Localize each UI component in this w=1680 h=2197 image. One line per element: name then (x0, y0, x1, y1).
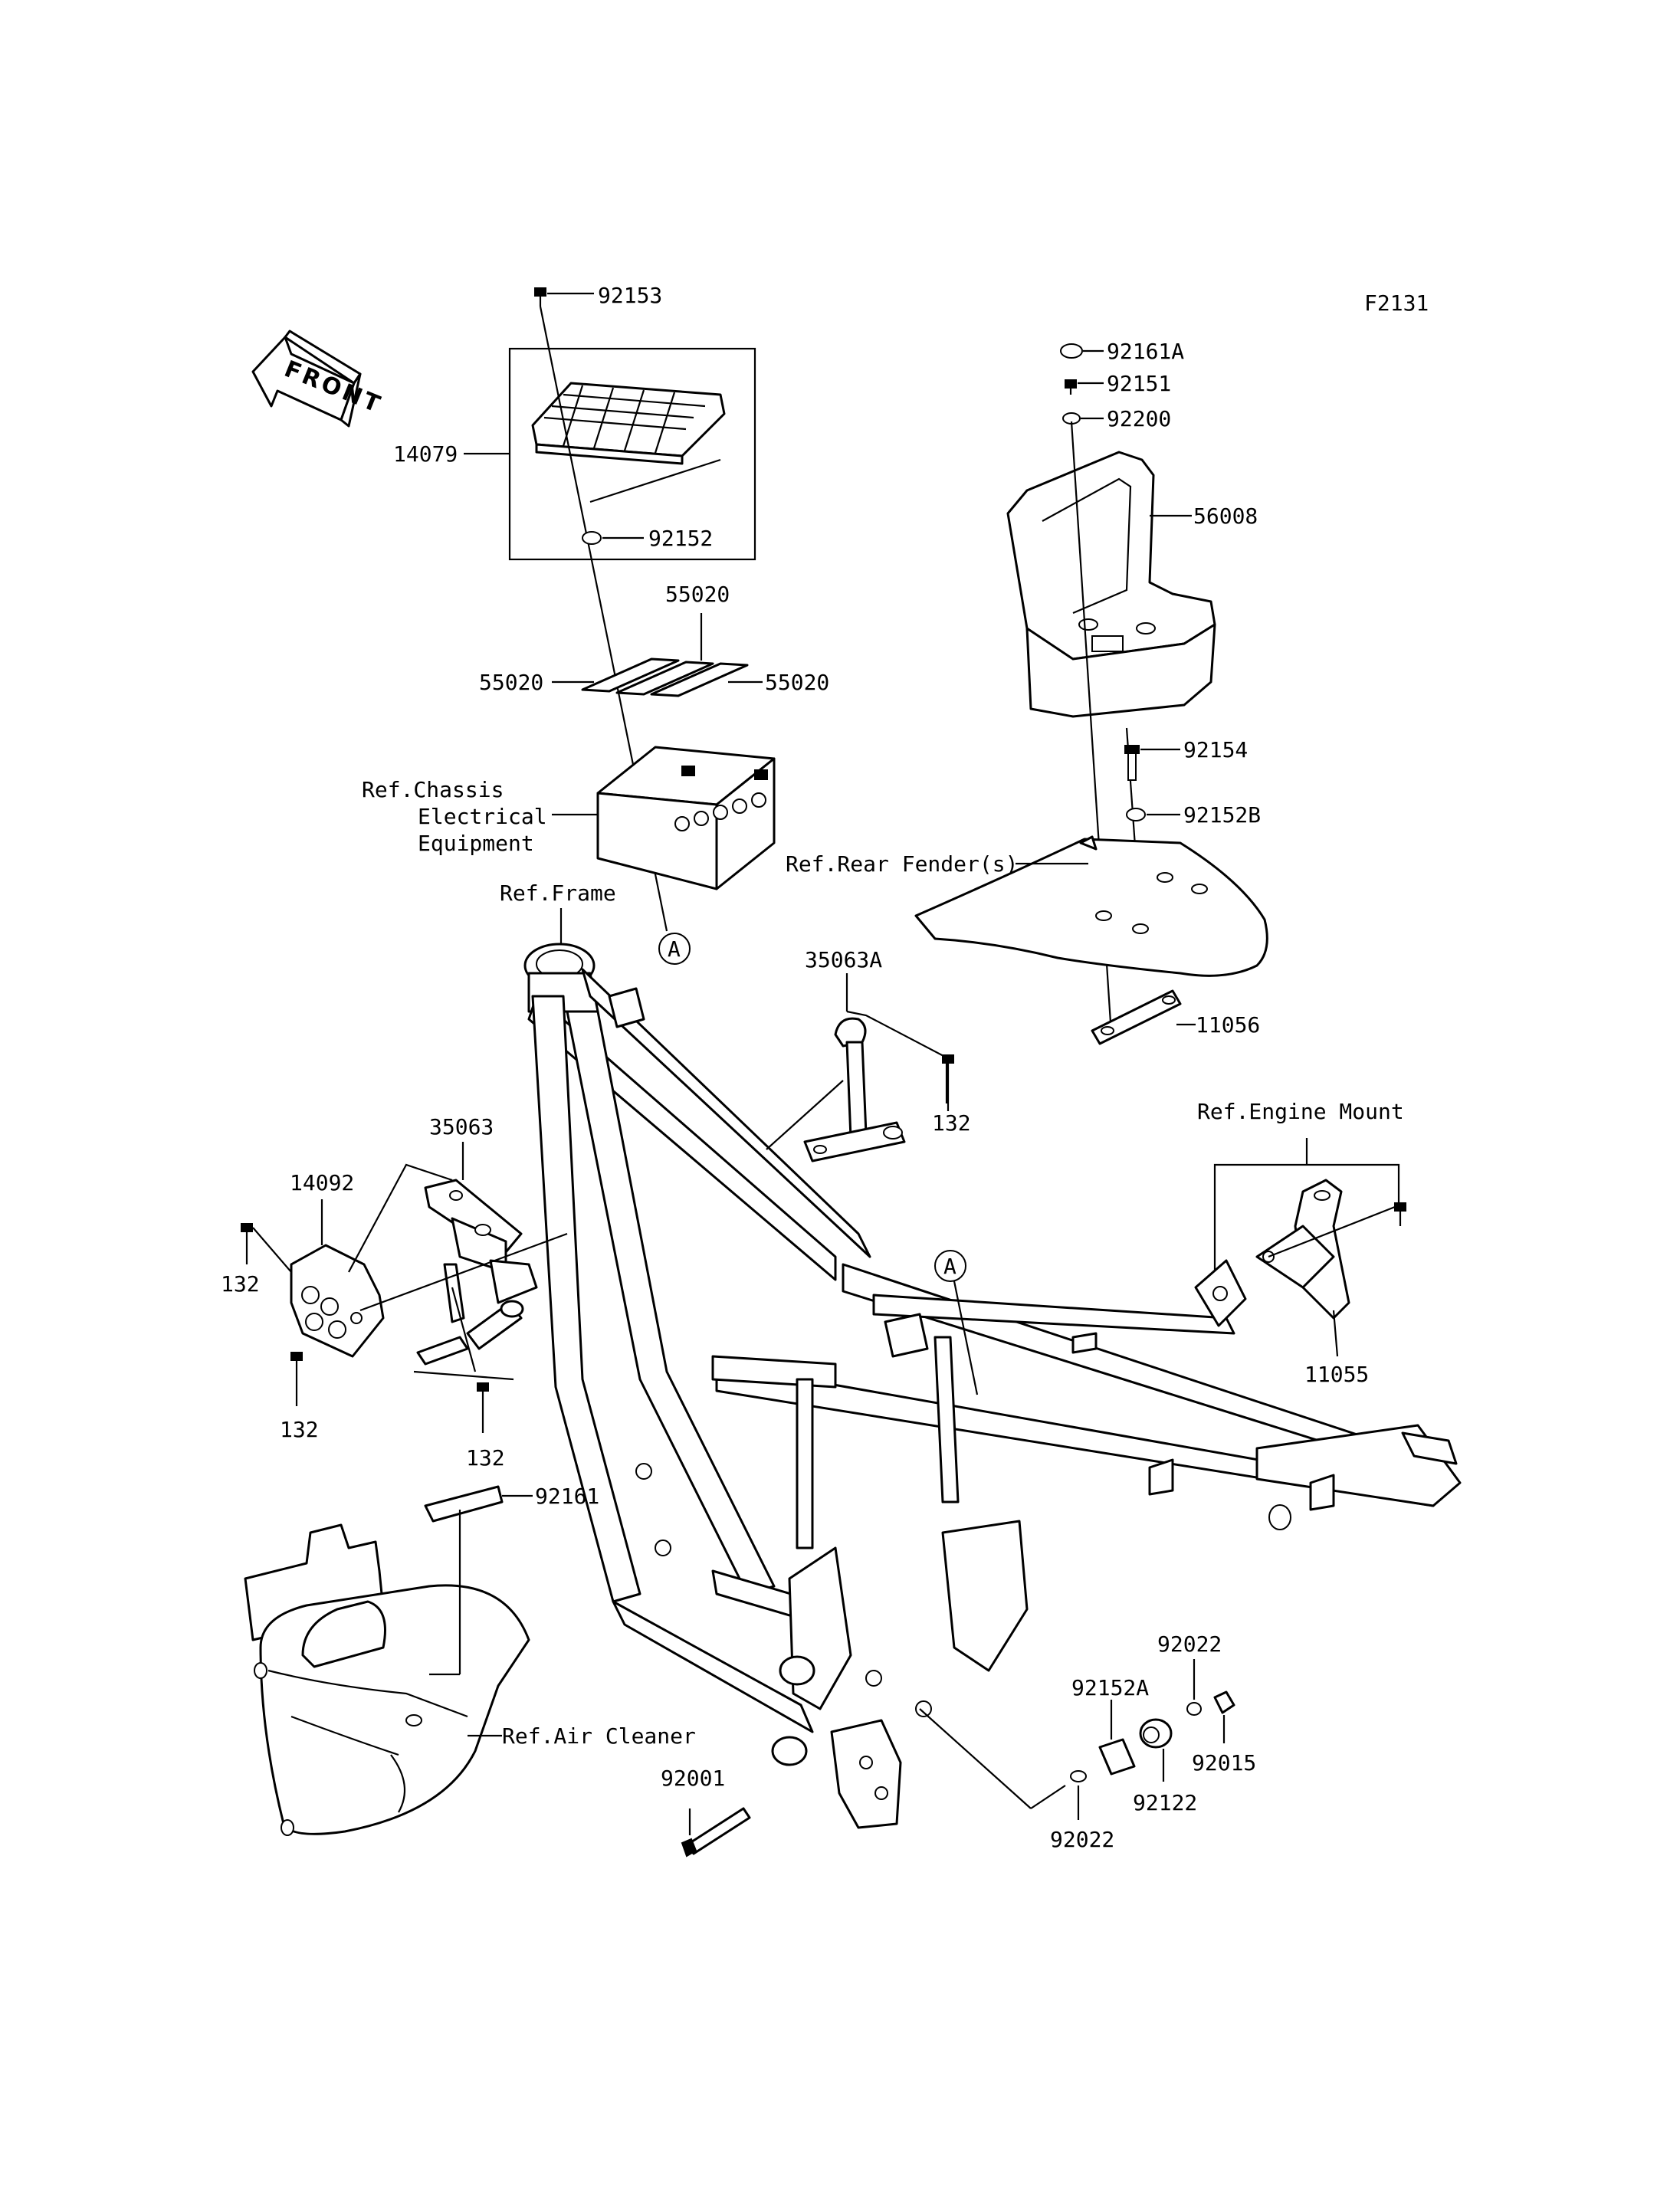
pads-55020: 55020 55020 55020 (479, 582, 829, 697)
collar-92152A (1098, 1738, 1136, 1776)
bolt-132-right: 132 (932, 1054, 971, 1136)
callout-92022-bottom: 92022 (1050, 1827, 1114, 1852)
callout-92161A: 92161A (1107, 339, 1184, 364)
ref-chassis-line3: Equipment (418, 831, 534, 856)
bolt-92153 (534, 287, 594, 307)
callout-55020-right: 55020 (765, 670, 829, 695)
callout-92152: 92152 (648, 526, 713, 551)
callout-92015: 92015 (1192, 1750, 1256, 1776)
callout-132-bottom-mid: 132 (466, 1445, 505, 1471)
callout-132-bottom-left: 132 (280, 1417, 319, 1442)
callout-35063A: 35063A (805, 947, 882, 972)
nut-92015 (1213, 1690, 1235, 1714)
ref-air-cleaner: Ref.Air Cleaner (502, 1723, 696, 1749)
callout-11055: 11055 (1304, 1362, 1369, 1387)
callout-132-right: 132 (932, 1110, 971, 1136)
bracket-11056: 11056 (1091, 989, 1260, 1045)
bolt-132-bottom-mid: 132 (466, 1382, 505, 1471)
engine-mount-group: Ref.Engine Mount 11055 (1194, 1099, 1406, 1387)
callout-92152B: 92152B (1183, 802, 1261, 828)
nut-92152B (1126, 808, 1146, 821)
bolt-92151 (1065, 379, 1077, 395)
air-cleaner: 92161 Ref.Air Cleaner (244, 1484, 696, 1836)
battery-case-group: 92153 14079 92152 (393, 283, 756, 932)
washer-92022-bottom (1070, 1770, 1087, 1782)
callout-35063: 35063 (429, 1114, 494, 1139)
marker-a-frame (934, 1250, 966, 1282)
marker-a-top (658, 933, 691, 965)
front-arrow-icon: FRONT (251, 330, 386, 428)
bolt-92001: 92001 (661, 1766, 751, 1858)
nut-92152 (582, 531, 602, 545)
marker-a-frame-label: A (943, 1254, 956, 1279)
callout-92200: 92200 (1107, 406, 1171, 431)
ref-frame: Ref.Frame (500, 880, 616, 906)
callout-92153: 92153 (598, 283, 662, 308)
bracket-35063: 35063 (413, 1114, 538, 1381)
ref-rear-fender: Ref.Rear Fender(s) (786, 851, 1018, 877)
cap-92161A (1060, 343, 1083, 359)
bolt-92154 (1124, 745, 1140, 781)
figure-id: F2131 (1364, 290, 1429, 316)
plate-14092: 14092 (290, 1163, 568, 1358)
callout-55020-top: 55020 (665, 582, 730, 607)
motorcycle-frame (523, 943, 1462, 1829)
callout-55020-left: 55020 (479, 670, 543, 695)
bolt-132-left: 132 (221, 1223, 292, 1297)
callout-56008: 56008 (1193, 503, 1258, 529)
callout-92154: 92154 (1183, 737, 1248, 762)
ref-engine-mount: Ref.Engine Mount (1197, 1099, 1404, 1124)
rear-fender: Ref.Rear Fender(s) (786, 835, 1268, 977)
callout-92161: 92161 (535, 1484, 599, 1509)
ref-chassis-line1: Ref.Chassis (362, 777, 504, 802)
callout-14079: 14079 (393, 441, 458, 467)
callout-92152A: 92152A (1071, 1675, 1149, 1700)
battery: Ref.Chassis Electrical Equipment (362, 746, 776, 890)
pad-92161 (424, 1485, 504, 1523)
callout-11056: 11056 (1196, 1012, 1260, 1038)
lower-hardware: 92022 92152A 92122 92022 92015 (919, 1631, 1256, 1852)
callout-92001: 92001 (661, 1766, 725, 1791)
callout-92151: 92151 (1107, 371, 1171, 396)
bolt-engine-mount (1394, 1202, 1406, 1226)
callout-92122: 92122 (1133, 1790, 1197, 1815)
marker-a-top-label: A (668, 936, 681, 962)
bracket-35063A: 35063A (766, 947, 948, 1162)
callout-132-left: 132 (221, 1271, 260, 1297)
callout-92022-top: 92022 (1157, 1631, 1222, 1657)
tool-box-group: 92161A 92151 92200 56008 92154 (1006, 339, 1261, 1035)
callout-14092: 14092 (290, 1170, 354, 1195)
washer-92022-top (1186, 1702, 1202, 1716)
ref-chassis-line2: Electrical (418, 804, 547, 829)
bolt-132-bottom-left: 132 (280, 1352, 319, 1442)
